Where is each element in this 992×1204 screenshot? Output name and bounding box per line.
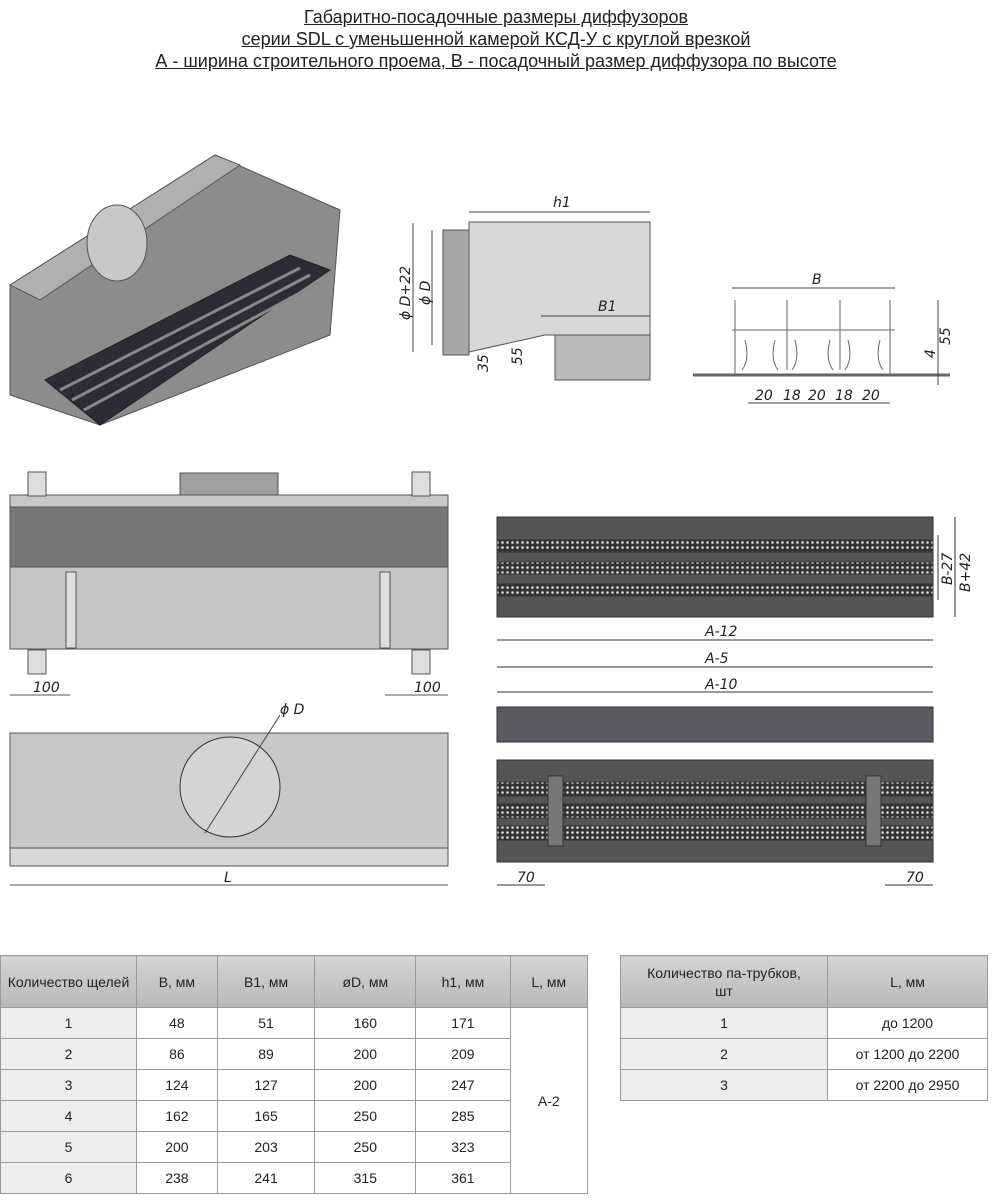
header-b1: B1, мм bbox=[216, 955, 316, 1008]
table-cell: 160 bbox=[314, 1007, 417, 1039]
dim-w-1: 20 bbox=[755, 388, 773, 404]
table-cell: 1 bbox=[0, 1007, 137, 1039]
dim-phi-d: ϕ D bbox=[280, 702, 305, 718]
dim-left-100: 100 bbox=[33, 680, 60, 696]
table-cell: 2 bbox=[0, 1038, 137, 1070]
table-cell: 89 bbox=[216, 1038, 316, 1070]
isometric-view bbox=[8, 154, 341, 426]
top-view bbox=[9, 714, 449, 886]
table-cell: 165 bbox=[216, 1100, 316, 1132]
table-cell: до 1200 bbox=[827, 1007, 988, 1039]
table-cell: от 1200 до 2200 bbox=[827, 1038, 988, 1070]
dim-h1: h1 bbox=[553, 195, 571, 211]
dim-w-4: 18 bbox=[835, 388, 853, 404]
side-section-view: h1 ϕ D+22 ϕ D B1 35 55 bbox=[398, 195, 651, 381]
dim-d: ϕ D bbox=[418, 280, 434, 305]
technical-drawings: h1 ϕ D+22 ϕ D B1 35 55 B 55 4 20 18 20 1… bbox=[8, 154, 974, 886]
title-line-1: Габаритно-посадочные размеры диффузоров bbox=[303, 7, 689, 27]
header-b: B, мм bbox=[136, 955, 218, 1008]
front-view bbox=[9, 471, 449, 696]
dim-b-4: 4 bbox=[923, 349, 939, 358]
table-cell: 51 bbox=[216, 1007, 316, 1039]
header-d: øD, мм bbox=[314, 955, 417, 1008]
face-view bbox=[496, 516, 956, 886]
header-slots: Количество щелей bbox=[0, 955, 137, 1008]
table-cell: 200 bbox=[314, 1038, 417, 1070]
table-cell: 86 bbox=[136, 1038, 218, 1070]
table-cell: 247 bbox=[415, 1069, 511, 1101]
dim-35: 35 bbox=[476, 354, 492, 372]
profile-section-view bbox=[693, 287, 950, 404]
table-cell: 238 bbox=[136, 1162, 218, 1194]
title-line-3: А - ширина строительного проема, В - пос… bbox=[155, 51, 837, 71]
table-cell: 200 bbox=[136, 1131, 218, 1163]
table-cell: 48 bbox=[136, 1007, 218, 1039]
table-cell: 3 bbox=[0, 1069, 137, 1101]
table-cell: 203 bbox=[216, 1131, 316, 1163]
table-cell: 200 bbox=[314, 1069, 417, 1101]
dim-w-3: 20 bbox=[808, 388, 826, 404]
dim-left-70: 70 bbox=[517, 870, 535, 886]
dim-right-70: 70 bbox=[906, 870, 924, 886]
dim-b1: B1 bbox=[598, 299, 617, 315]
table-cell: 127 bbox=[216, 1069, 316, 1101]
table-cell: 361 bbox=[415, 1162, 511, 1194]
table-cell: 285 bbox=[415, 1100, 511, 1132]
table-cell: 241 bbox=[216, 1162, 316, 1194]
dim-b-55: 55 bbox=[938, 327, 954, 345]
table-cell: 315 bbox=[314, 1162, 417, 1194]
table-cell: 250 bbox=[314, 1100, 417, 1132]
table-cell: 3 bbox=[620, 1069, 828, 1101]
dim-l: L bbox=[224, 870, 232, 886]
dim-d-plus-22: ϕ D+22 bbox=[398, 266, 414, 320]
table-cell: 6 bbox=[0, 1162, 137, 1194]
table-cell: от 2200 до 2950 bbox=[827, 1069, 988, 1101]
dim-w-5: 20 bbox=[862, 388, 880, 404]
table-cell: 5 bbox=[0, 1131, 137, 1163]
dim-55: 55 bbox=[510, 347, 526, 365]
l-value-cell: A-2 bbox=[509, 1007, 589, 1194]
table-cell: 4 bbox=[0, 1100, 137, 1132]
header-h1: h1, мм bbox=[415, 955, 511, 1008]
table-cell: 1 bbox=[620, 1007, 828, 1039]
header-l-range: L, мм bbox=[827, 955, 988, 1008]
table-cell: 124 bbox=[136, 1069, 218, 1101]
table-cell: 250 bbox=[314, 1131, 417, 1163]
dim-b: B bbox=[812, 272, 822, 288]
title-line-2: серии SDL с уменьшенной камерой КСД-У с … bbox=[241, 29, 751, 49]
table-cell: 209 bbox=[415, 1038, 511, 1070]
table-cell: 162 bbox=[136, 1100, 218, 1132]
document-title: Габаритно-посадочные размеры диффузоров … bbox=[0, 6, 992, 72]
table-cell: 2 bbox=[620, 1038, 828, 1070]
table-cell: 171 bbox=[415, 1007, 511, 1039]
dim-a-minus-5: A-5 bbox=[704, 651, 729, 667]
dim-b-plus-42: B+42 bbox=[958, 553, 974, 592]
dim-a-minus-12: A-12 bbox=[704, 624, 738, 640]
dim-b-minus-27: B-27 bbox=[940, 553, 956, 585]
dim-a-minus-10: A-10 bbox=[704, 677, 738, 693]
dimensions-table: Количество щелей B, мм B1, мм øD, мм h1,… bbox=[0, 955, 589, 1194]
header-l: L, мм bbox=[509, 955, 589, 1008]
dim-right-100: 100 bbox=[414, 680, 441, 696]
table-cell: 323 bbox=[415, 1131, 511, 1163]
dim-w-2: 18 bbox=[783, 388, 801, 404]
header-nozzles: Количество па-трубков, шт bbox=[620, 955, 828, 1008]
